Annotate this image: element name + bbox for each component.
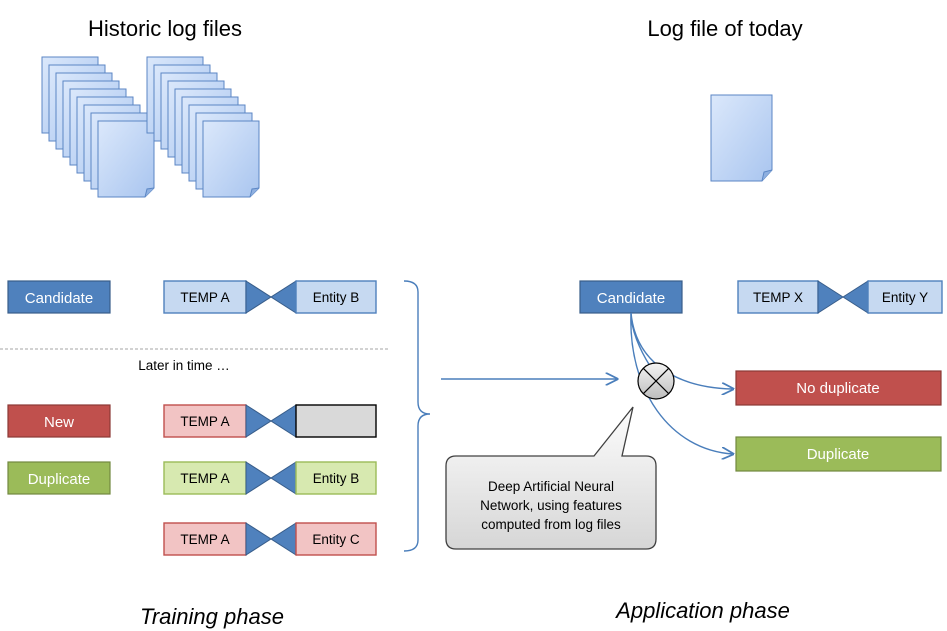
callout-line-2: Network, using features	[480, 498, 622, 513]
pair-candidate: TEMP A Entity B	[163, 280, 377, 314]
duplicate-output: Duplicate	[735, 436, 942, 472]
heading-today: Log file of today	[647, 16, 802, 41]
pair-other-left-label: TEMP A	[180, 532, 229, 547]
network-combine-node	[637, 362, 675, 400]
log-document-fold	[144, 187, 155, 198]
application-phase-label: Application phase	[614, 598, 790, 623]
pair-duplicate: TEMP A Entity B	[163, 461, 377, 495]
training-new-label: New	[44, 414, 74, 431]
historic-doc-stack-1	[41, 56, 155, 198]
log-document-fold	[249, 187, 260, 198]
candidate-to-network-connector	[630, 312, 651, 367]
pair-duplicate-right-label: Entity B	[313, 471, 360, 486]
pair-new-empty-entity	[295, 404, 377, 438]
pair-candidate-left-label: TEMP A	[180, 290, 229, 305]
duplicate-output-label: Duplicate	[807, 446, 870, 463]
heading-historic: Historic log files	[88, 16, 242, 41]
bowtie-connector	[245, 404, 297, 438]
log-document-icon	[97, 120, 155, 198]
callout-line-3: computed from log files	[481, 517, 621, 532]
candidate-to-duplicate-arrow	[630, 312, 733, 454]
training-new-badge: New	[7, 404, 111, 438]
application-candidate-label: Candidate	[597, 290, 665, 307]
historic-doc-stack-2	[146, 56, 260, 198]
pair-application-left-label: TEMP X	[753, 290, 803, 305]
training-phase-label: Training phase	[140, 604, 284, 629]
application-candidate-badge: Candidate	[579, 280, 683, 314]
training-duplicate-label: Duplicate	[28, 471, 91, 488]
training-duplicate-badge: Duplicate	[7, 461, 111, 495]
pair-candidate-right-label: Entity B	[313, 290, 360, 305]
pair-application-right-label: Entity Y	[882, 290, 928, 305]
no-duplicate-output: No duplicate	[735, 370, 942, 406]
bowtie-connector	[817, 280, 869, 314]
no-duplicate-label: No duplicate	[796, 380, 879, 397]
training-candidate-label: Candidate	[25, 290, 93, 307]
bowtie-connector	[245, 461, 297, 495]
pair-other: TEMP A Entity C	[163, 522, 377, 556]
pair-new: TEMP A	[163, 404, 377, 438]
pair-other-right-label: Entity C	[312, 532, 360, 547]
callout-line-1: Deep Artificial Neural	[488, 479, 614, 494]
bowtie-connector	[245, 522, 297, 556]
bowtie-connector	[245, 280, 297, 314]
training-candidate-badge: Candidate	[7, 280, 111, 314]
today-log-document-icon	[710, 94, 773, 182]
pair-application: TEMP X Entity Y	[737, 280, 943, 314]
later-in-time-note: Later in time …	[138, 358, 230, 373]
pair-duplicate-left-label: TEMP A	[180, 471, 229, 486]
network-callout: Deep Artificial Neural Network, using fe…	[445, 406, 657, 550]
pair-new-left-label: TEMP A	[180, 414, 229, 429]
log-document-icon	[202, 120, 260, 198]
training-brace	[403, 280, 431, 552]
